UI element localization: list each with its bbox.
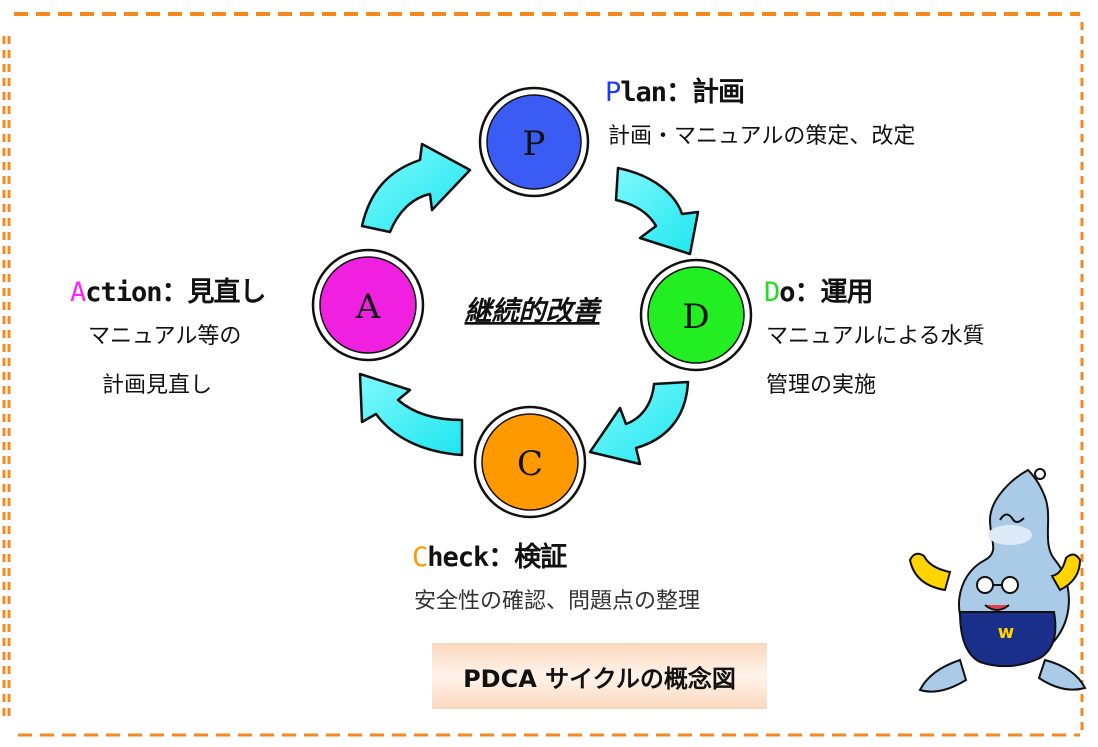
- action-description-line1: マニュアル等の: [88, 324, 242, 349]
- cycle-arrows: [358, 142, 700, 466]
- action-heading: Action：見直し: [70, 270, 267, 309]
- node-check-letter: C: [517, 444, 543, 484]
- check-initial: C: [412, 542, 428, 573]
- do-description-line1: マニュアルによる水質: [766, 324, 985, 349]
- node-plan-letter: P: [523, 124, 546, 164]
- node-do-letter: D: [682, 297, 709, 337]
- node-action-letter: A: [355, 287, 381, 327]
- node-check: C: [473, 405, 587, 519]
- do-initial: D: [764, 277, 780, 308]
- action-initial: A: [70, 277, 86, 308]
- check-heading: Check：検証: [412, 535, 567, 574]
- node-plan: P: [478, 86, 590, 198]
- diagram-caption: PDCA サイクルの概念図: [432, 643, 767, 709]
- check-heading-text: heck：検証: [427, 542, 567, 573]
- arrow-do-to-check: [588, 380, 690, 466]
- do-description-line2: 管理の実施: [766, 373, 877, 398]
- dashed-frame: [2, 12, 1084, 737]
- action-heading-text: ction：見直し: [85, 277, 266, 308]
- node-action: A: [311, 248, 425, 362]
- do-heading: Do：運用: [764, 270, 874, 309]
- center-label: 継続的改善: [465, 296, 603, 327]
- arrow-plan-to-do: [614, 166, 700, 256]
- plan-heading-text: lan：計画: [620, 77, 745, 108]
- svg-text:w: w: [998, 622, 1015, 643]
- plan-description: 計画・マニュアルの策定、改定: [608, 124, 916, 149]
- do-heading-text: o：運用: [779, 277, 873, 308]
- plan-heading: Plan：計画: [605, 70, 745, 109]
- arrow-action-to-plan: [360, 142, 472, 234]
- check-description: 安全性の確認、問題点の整理: [414, 589, 701, 614]
- plan-initial: P: [605, 77, 621, 108]
- action-description-line2: 計画見直し: [102, 373, 213, 398]
- arrow-check-to-action: [358, 372, 464, 457]
- node-do: D: [639, 258, 753, 372]
- water-drop-mascot: w: [908, 468, 1087, 693]
